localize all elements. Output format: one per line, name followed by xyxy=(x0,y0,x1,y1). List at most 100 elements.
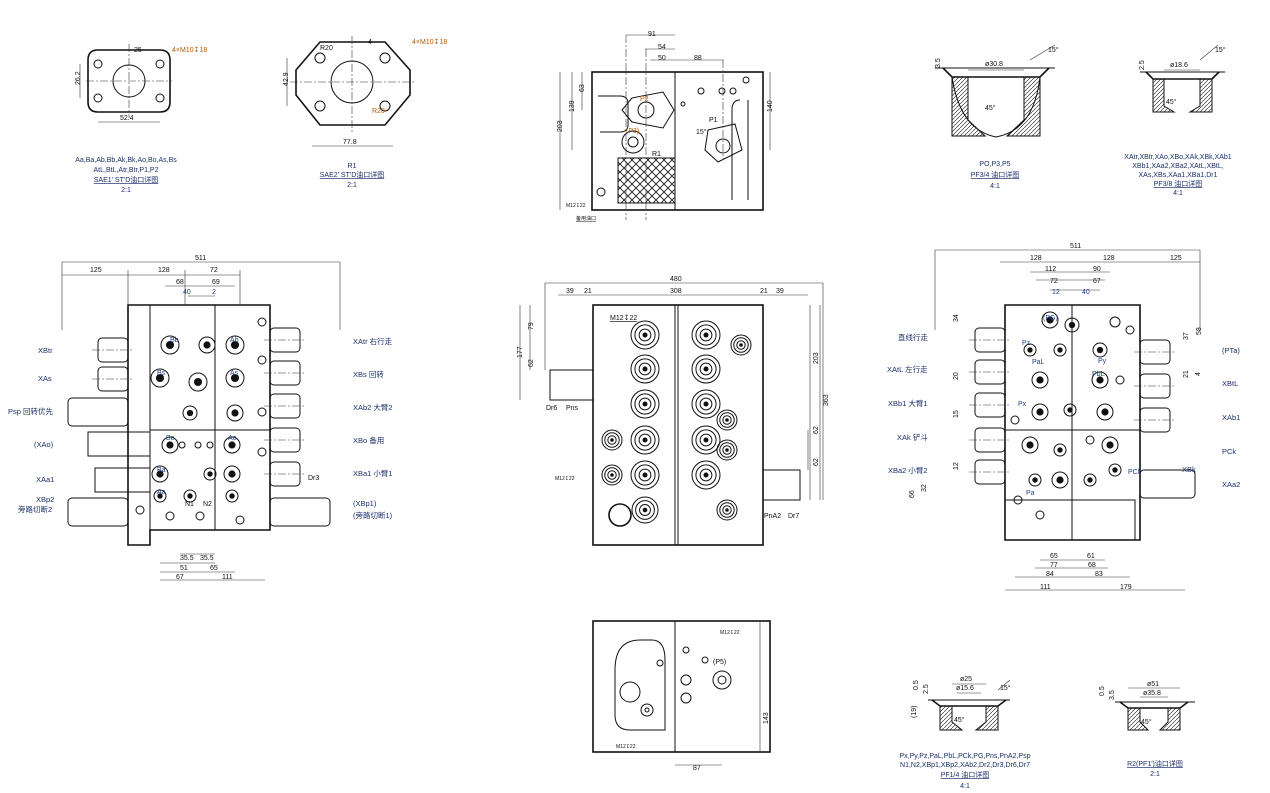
spool-center xyxy=(642,472,648,478)
port-hole xyxy=(1101,436,1119,454)
spool-ring xyxy=(604,467,620,483)
angle-45: 45° xyxy=(985,104,996,112)
port-hole-center xyxy=(1056,476,1064,484)
port-pal: PaL xyxy=(1032,359,1045,366)
port-hole-center xyxy=(187,493,193,499)
port-hole-center xyxy=(203,341,211,349)
port-hole xyxy=(1023,343,1037,357)
label-straight-travel: 直线行走 xyxy=(898,332,928,342)
spool-ring xyxy=(638,468,652,482)
bypass-valve xyxy=(269,497,331,527)
spool-ring xyxy=(634,464,656,486)
dim-88: 88 xyxy=(694,55,702,62)
port-hole-center xyxy=(1057,447,1063,453)
port-hole-center xyxy=(1036,408,1044,416)
port-hole-center xyxy=(228,441,236,449)
spool-ring xyxy=(699,433,713,447)
spool-ring xyxy=(719,442,735,458)
dim-128: 128 xyxy=(158,267,170,274)
dim-2: 2 xyxy=(212,289,216,296)
spool-ring xyxy=(699,362,713,376)
dim-35-5: 35.5 xyxy=(200,555,214,562)
spool-center xyxy=(703,401,709,407)
port-hole xyxy=(1010,415,1020,425)
spool-ring xyxy=(695,324,717,346)
plug xyxy=(608,503,632,527)
caption-port: R1 xyxy=(348,163,357,170)
port-hole xyxy=(1031,371,1049,389)
dim-4: 4 xyxy=(1195,372,1202,376)
caption-ports: XAtr,XBtr,XAo,XBo,XAk,XBk,XAb1 xyxy=(1124,154,1231,161)
label-xba1: XBa1 小臂1 xyxy=(353,468,393,478)
port-hole-center xyxy=(1106,441,1114,449)
spool-cap xyxy=(691,460,721,490)
label-pta: (PTa) xyxy=(1222,346,1240,355)
flange-outline xyxy=(295,41,411,126)
dim-dia-35-8: ø35.8 xyxy=(1143,690,1161,697)
caption-title: R2(PF1')油口详图 xyxy=(1127,759,1183,768)
dim-20: 20 xyxy=(953,372,960,380)
angle-15: 15° xyxy=(1000,684,1011,692)
spool-ring xyxy=(699,397,713,411)
dim-61: 61 xyxy=(1087,553,1095,560)
dim-62: 62 xyxy=(813,426,820,434)
dim-363: 363 xyxy=(823,394,830,406)
spool-center xyxy=(642,437,648,443)
dim-67: 67 xyxy=(1093,278,1101,285)
port-bs: Bs xyxy=(157,370,166,377)
left-view: 511 125 128 72 68 69 40 2 35.5 35.5 51 6… xyxy=(8,255,393,581)
dim-62: 62 xyxy=(528,359,535,367)
dim-3-5: 3.5 xyxy=(1109,690,1116,700)
spool-center xyxy=(725,508,729,512)
pf34-port-detail: ø30.8 3.5 15° 45° PO,P3,P5 PF3/4 油口详图 4:… xyxy=(935,44,1059,190)
spool-center xyxy=(703,437,709,443)
top-view: 91 54 50 88 63 139 203 140 15° P2 (P3) R… xyxy=(557,31,774,222)
spool-center xyxy=(642,401,648,407)
thread-note: 4×M10↧18 xyxy=(172,46,207,54)
spool-center xyxy=(642,366,648,372)
spool-ring xyxy=(722,415,732,425)
label-xaa1: XAa1 xyxy=(36,475,54,484)
dim-511: 511 xyxy=(195,255,206,262)
port-dr3: Dr3 xyxy=(308,475,319,482)
port-hole-center xyxy=(1112,467,1118,473)
port-p2: P2 xyxy=(640,96,649,103)
caption-scale: 4:1 xyxy=(960,783,970,790)
spool-ring xyxy=(638,433,652,447)
dim-25: 25 xyxy=(134,47,142,54)
r2-port-detail: ø51 ø35.8 0.5 3.5 45° R2(PF1')油口详图 2:1 xyxy=(1099,681,1195,778)
port-hole-center xyxy=(229,493,235,499)
label-xbp1: (XBp1) xyxy=(353,499,377,508)
port-hole xyxy=(235,515,245,525)
port-hole xyxy=(257,447,267,457)
dim-39: 39 xyxy=(776,288,784,295)
dim-91: 91 xyxy=(648,31,656,38)
label-xatl: XAtL 左行走 xyxy=(887,364,928,374)
spool-ring xyxy=(722,505,732,515)
label-xbs: XBs 回转 xyxy=(353,369,384,379)
pilot-cap xyxy=(87,431,151,457)
spool-ring xyxy=(736,340,746,350)
dim-dia-51: ø51 xyxy=(1147,681,1159,688)
dim-39: 39 xyxy=(566,288,574,295)
port-hole-center xyxy=(230,340,240,350)
port-hole xyxy=(198,336,216,354)
port-hole xyxy=(150,368,170,388)
spool-ring xyxy=(639,504,651,516)
port-hole xyxy=(1125,325,1135,335)
label-xbp2: XBp2 xyxy=(36,495,54,504)
dim-50: 50 xyxy=(658,55,666,62)
port-hole-center xyxy=(1087,477,1093,483)
spool-cap xyxy=(630,354,660,384)
dim-128: 128 xyxy=(1103,255,1115,262)
dim-179: 179 xyxy=(1120,584,1132,591)
label-xba2: XBa2 小臂2 xyxy=(888,465,928,475)
port-hole xyxy=(183,489,197,503)
dim-139: 139 xyxy=(569,100,576,112)
dim-dia-15-6: ø15.6 xyxy=(956,685,974,692)
port-hole xyxy=(1109,316,1121,328)
port-hole-center xyxy=(231,409,239,417)
dim-21: 21 xyxy=(1183,370,1190,378)
dim-dia-30-8: ø30.8 xyxy=(985,61,1003,68)
angle-15: 15° xyxy=(696,128,707,136)
